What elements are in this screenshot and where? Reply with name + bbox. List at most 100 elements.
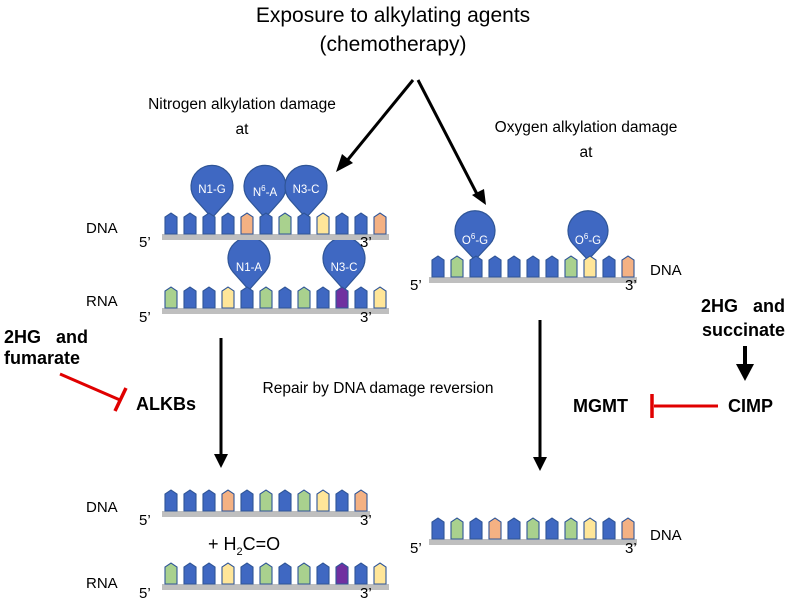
nucleotide-green: [164, 286, 178, 309]
nucleotide-yellow: [373, 562, 387, 585]
adduct-n1g-label: N1-G: [198, 184, 226, 196]
inhibitor-left-line-1: 2HG and: [4, 327, 88, 347]
nucleotide-orange: [221, 489, 235, 512]
nucleotide-orange: [621, 517, 635, 540]
nucleotide-blue: [183, 286, 197, 309]
nucleotide-blue: [164, 212, 178, 235]
arrowhead-left-branch: [336, 154, 353, 172]
label-dna-damaged: DNA: [86, 220, 118, 237]
adduct-o6g-1: O6-G: [454, 210, 496, 261]
adduct-n1g: N1-G: [190, 164, 234, 219]
cimp-label: CIMP: [728, 396, 773, 416]
repair-label: Repair by DNA damage reversion: [263, 380, 494, 397]
nucleotide-blue: [240, 562, 254, 585]
inhibition-bar-left: [113, 387, 128, 412]
nucleotide-green: [450, 255, 464, 278]
title-line-1: Exposure to alkylating agents: [256, 4, 530, 27]
nucleotide-yellow: [221, 286, 235, 309]
nucleotide-blue: [469, 255, 483, 278]
adduct-o6g-2: O6-G: [567, 210, 609, 261]
dna-strand-oxygen-damaged: [429, 255, 637, 283]
adduct-n6a: N6-A: [243, 164, 287, 219]
nucleotide-yellow: [583, 255, 597, 278]
rna-strand-repaired: [162, 562, 389, 590]
nucleotide-green: [259, 562, 273, 585]
backbone: [162, 511, 370, 517]
nucleotide-blue: [545, 255, 559, 278]
nucleotide-orange: [488, 517, 502, 540]
nucleotide-green: [564, 255, 578, 278]
nucleotide-blue: [469, 517, 483, 540]
oxygen-damage-label-2: at: [580, 144, 594, 161]
activation-arrow-right-head: [736, 364, 754, 381]
adduct-n3c: N3-C: [284, 164, 328, 219]
nucleotide-blue: [183, 212, 197, 235]
nitrogen-damage-label-2: at: [236, 121, 250, 138]
label-dna-repaired: DNA: [86, 499, 118, 516]
nucleotide-yellow: [221, 562, 235, 585]
nucleotide-green: [297, 489, 311, 512]
label-dna-oxygen-repaired: DNA: [650, 527, 682, 544]
end5-rna-damaged: 5’: [139, 309, 151, 326]
adduct-o6g-1-label: O6-G: [462, 232, 488, 247]
nucleotide-blue: [526, 255, 540, 278]
adduct-rna-n3c-label: N3-C: [331, 262, 358, 274]
nucleotide-blue: [354, 286, 368, 309]
repair-arrow-left-head: [214, 454, 228, 468]
nucleotide-purple: [335, 286, 349, 309]
dna-strand-repaired: [162, 489, 370, 517]
inhibitor-right-line-2: succinate: [702, 320, 785, 340]
nucleotide-yellow: [373, 286, 387, 309]
nucleotide-yellow: [583, 517, 597, 540]
nucleotide-blue: [354, 562, 368, 585]
nucleotide-blue: [183, 489, 197, 512]
nucleotide-green: [564, 517, 578, 540]
mgmt-label: MGMT: [573, 396, 628, 416]
nucleotide-blue: [202, 212, 216, 235]
backbone: [162, 308, 389, 314]
end3-dna-damaged: 3’: [360, 234, 372, 251]
nucleotide-blue: [221, 212, 235, 235]
nucleotide-blue: [202, 489, 216, 512]
label-dna-oxygen: DNA: [650, 262, 682, 279]
nucleotide-green: [297, 562, 311, 585]
nucleotide-blue: [335, 212, 349, 235]
nucleotide-blue: [354, 212, 368, 235]
nucleotide-blue: [431, 517, 445, 540]
title-line-2: (chemotherapy): [319, 33, 466, 56]
alkbs-label: ALKBs: [136, 394, 196, 414]
label-rna-repaired: RNA: [86, 575, 118, 592]
nucleotide-blue: [278, 286, 292, 309]
dna-strand-oxygen-repaired: [429, 517, 637, 545]
inhibitor-right-line-1: 2HG and: [701, 296, 785, 316]
repair-arrow-right-head: [533, 457, 547, 471]
nucleotide-blue: [202, 286, 216, 309]
nucleotide-yellow: [316, 489, 330, 512]
backbone: [162, 584, 389, 590]
nucleotide-blue: [240, 286, 254, 309]
end3-dna-oxygen: 3’: [625, 277, 637, 294]
nucleotide-green: [259, 286, 273, 309]
arrowhead-right-branch: [472, 189, 486, 205]
adduct-o6g-2-label: O6-G: [575, 232, 601, 247]
backbone: [162, 234, 389, 240]
adduct-n1a: N1-A: [227, 236, 271, 291]
nucleotide-blue: [278, 489, 292, 512]
end3-dna-oxygen-repaired: 3’: [625, 540, 637, 557]
label-rna-damaged: RNA: [86, 293, 118, 310]
nucleotide-blue: [602, 255, 616, 278]
end3-dna-repaired: 3’: [360, 512, 372, 529]
backbone: [429, 277, 637, 283]
end3-rna-repaired: 3’: [360, 585, 372, 602]
end3-rna-damaged: 3’: [360, 309, 372, 326]
nucleotide-blue: [545, 517, 559, 540]
rna-strand-damaged: [162, 286, 389, 314]
nucleotide-blue: [278, 562, 292, 585]
nucleotide-purple: [335, 562, 349, 585]
nucleotide-blue: [335, 489, 349, 512]
nucleotide-blue: [488, 255, 502, 278]
nucleotide-green: [450, 517, 464, 540]
nucleotide-green: [526, 517, 540, 540]
end5-dna-damaged: 5’: [139, 234, 151, 251]
nitrogen-damage-label-1: Nitrogen alkylation damage: [148, 96, 336, 113]
